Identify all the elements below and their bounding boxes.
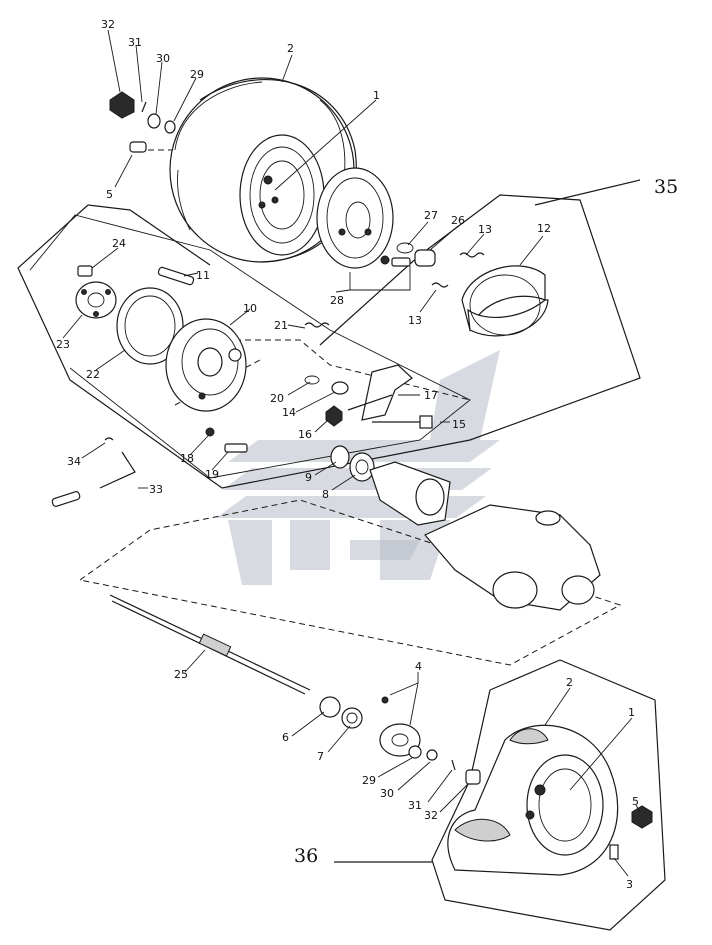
leader-lines: [62, 29, 641, 877]
callout-33: 33: [149, 483, 163, 496]
callout-7: 7: [317, 750, 324, 763]
callout-1-lower: 1: [628, 706, 635, 719]
bolt-19: [205, 427, 248, 453]
callout-18: 18: [180, 452, 194, 465]
callout-31-lower: 31: [408, 799, 422, 812]
callout-23: 23: [56, 338, 70, 351]
callout-10: 10: [243, 302, 257, 315]
callout-31: 31: [128, 36, 142, 49]
callout-3: 3: [626, 878, 633, 891]
callout-2-lower: 2: [566, 676, 573, 689]
callout-28: 28: [330, 294, 344, 307]
callout-2: 2: [287, 42, 294, 55]
brake-drum-10: [165, 318, 247, 412]
callout-22: 22: [86, 368, 100, 381]
callout-17: 17: [424, 389, 438, 402]
callout-16: 16: [298, 428, 312, 441]
callout-30-lower: 30: [380, 787, 394, 800]
callout-13-upper: 13: [478, 223, 492, 236]
callout-30: 30: [156, 52, 170, 65]
stud-11: [157, 266, 195, 286]
hub-flange-23: [75, 265, 117, 319]
callout-21: 21: [274, 319, 288, 332]
rim-upper: [316, 167, 394, 269]
callout-20: 20: [270, 392, 284, 405]
brake-lever-17: [347, 364, 413, 421]
callout-6: 6: [282, 731, 289, 744]
watermark-logo: [216, 350, 500, 585]
group-36-outline: [334, 659, 666, 931]
callout-1: 1: [373, 89, 380, 102]
pin-33: [51, 437, 136, 507]
bearing-6: [319, 696, 363, 729]
callout-35: 35: [654, 176, 678, 198]
callout-5-lower: 5: [632, 795, 639, 808]
callout-12: 12: [537, 222, 551, 235]
brake-shoe-assembly: [431, 252, 549, 337]
callout-34: 34: [67, 455, 81, 468]
callout-24: 24: [112, 237, 126, 250]
callout-29-lower: 29: [362, 774, 376, 787]
axle-shaft-25: [109, 594, 311, 695]
callout-4: 4: [415, 660, 422, 673]
callout-32-lower: 32: [424, 809, 438, 822]
callout-27: 27: [424, 209, 438, 222]
callout-26: 26: [451, 214, 465, 227]
hardware-upper-left: [109, 91, 176, 153]
callout-8: 8: [322, 488, 329, 501]
spring-21: [304, 322, 349, 395]
seal-ring-22: [116, 287, 184, 365]
hardware-lower: [408, 745, 653, 860]
callout-labels: 32 31 30 29 2 1 5 35 27 26 13 12 13 28 2…: [56, 18, 678, 891]
bolt-15: [325, 405, 433, 429]
callout-11: 11: [196, 269, 210, 282]
tire-lower: [447, 724, 619, 876]
callout-14: 14: [282, 406, 296, 419]
hardware-rim-right: [349, 242, 436, 291]
callout-36: 36: [294, 845, 318, 867]
callout-19: 19: [205, 468, 219, 481]
callout-9: 9: [305, 471, 312, 484]
callout-13-lower: 13: [408, 314, 422, 327]
axle-housing: [369, 461, 601, 611]
callout-25: 25: [174, 668, 188, 681]
callout-5: 5: [106, 188, 113, 201]
callout-32: 32: [101, 18, 115, 31]
callout-29: 29: [190, 68, 204, 81]
callout-15: 15: [452, 418, 466, 431]
group-35-outline: [17, 179, 641, 489]
